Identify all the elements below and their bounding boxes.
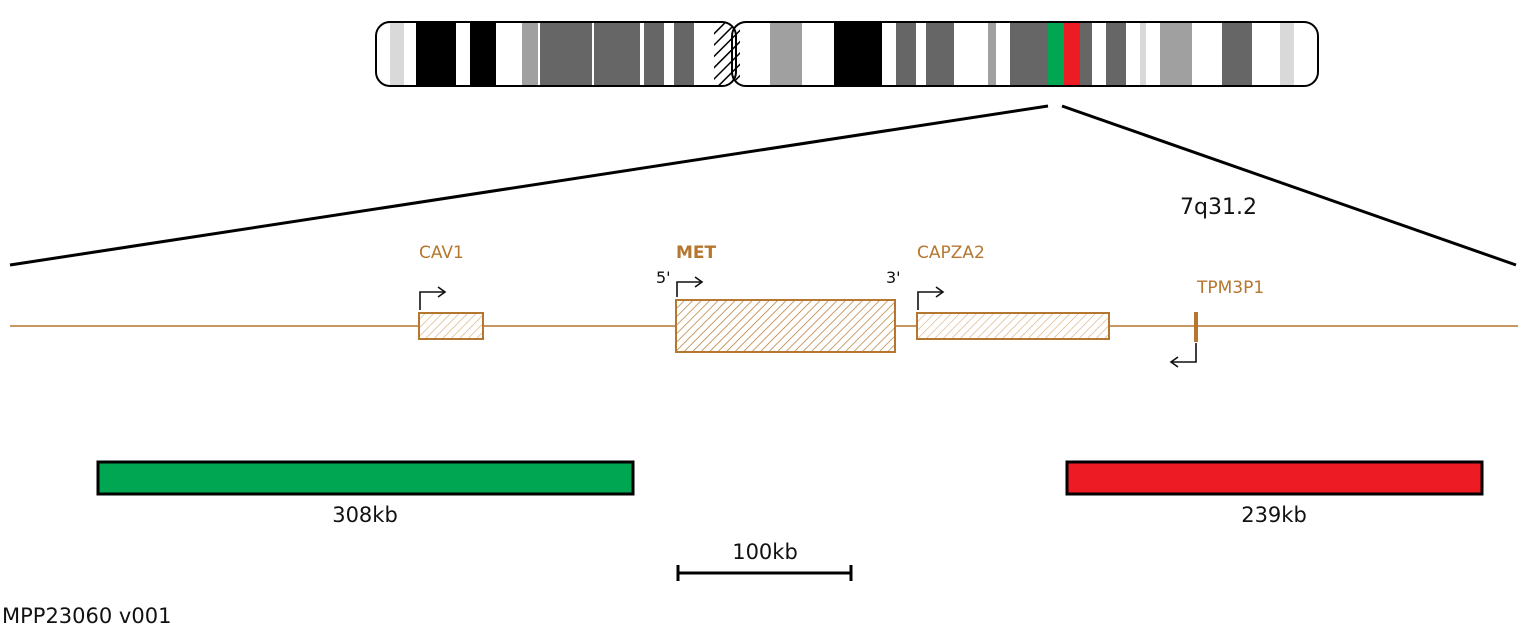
chromosome-red-band <box>1064 22 1080 86</box>
product-code: MPP23060 v001 <box>2 604 172 628</box>
transcription-arrow-met <box>676 281 701 297</box>
chromosome-q-arm <box>732 22 1318 86</box>
gene-capza2: CAPZA2 <box>916 243 1110 340</box>
chromosome-p-arm <box>376 22 736 86</box>
transcription-arrow-capza2 <box>917 291 942 310</box>
gene-label-capza2: CAPZA2 <box>917 243 985 263</box>
chromosome-ideogram <box>375 21 1319 87</box>
band-label: 7q31.2 <box>1180 195 1257 220</box>
gene-label-tpm3p1: TPM3P1 <box>1196 278 1264 298</box>
gene-met: MET 5' 3' <box>656 243 901 353</box>
scale-bar: 100kb <box>676 540 853 581</box>
scale-bar-label: 100kb <box>732 540 798 564</box>
zoom-line-left <box>9 104 1049 267</box>
green-probe-size: 308kb <box>332 503 398 527</box>
chromosome-green-band <box>1048 22 1064 86</box>
three-prime-label: 3' <box>886 268 901 287</box>
gene-tpm3p1: TPM3P1 <box>1169 278 1264 368</box>
green-probe <box>96 460 635 496</box>
five-prime-label: 5' <box>656 268 671 287</box>
transcription-arrow-cav1 <box>419 291 444 310</box>
transcription-arrow-tpm3p1 <box>1172 343 1197 363</box>
gene-cav1: CAV1 <box>418 243 484 340</box>
red-probe <box>1065 460 1484 496</box>
gene-label-met: MET <box>676 243 717 263</box>
gene-label-cav1: CAV1 <box>419 243 464 263</box>
red-probe-size: 239kb <box>1241 503 1307 527</box>
zoom-line-right <box>1061 104 1517 267</box>
